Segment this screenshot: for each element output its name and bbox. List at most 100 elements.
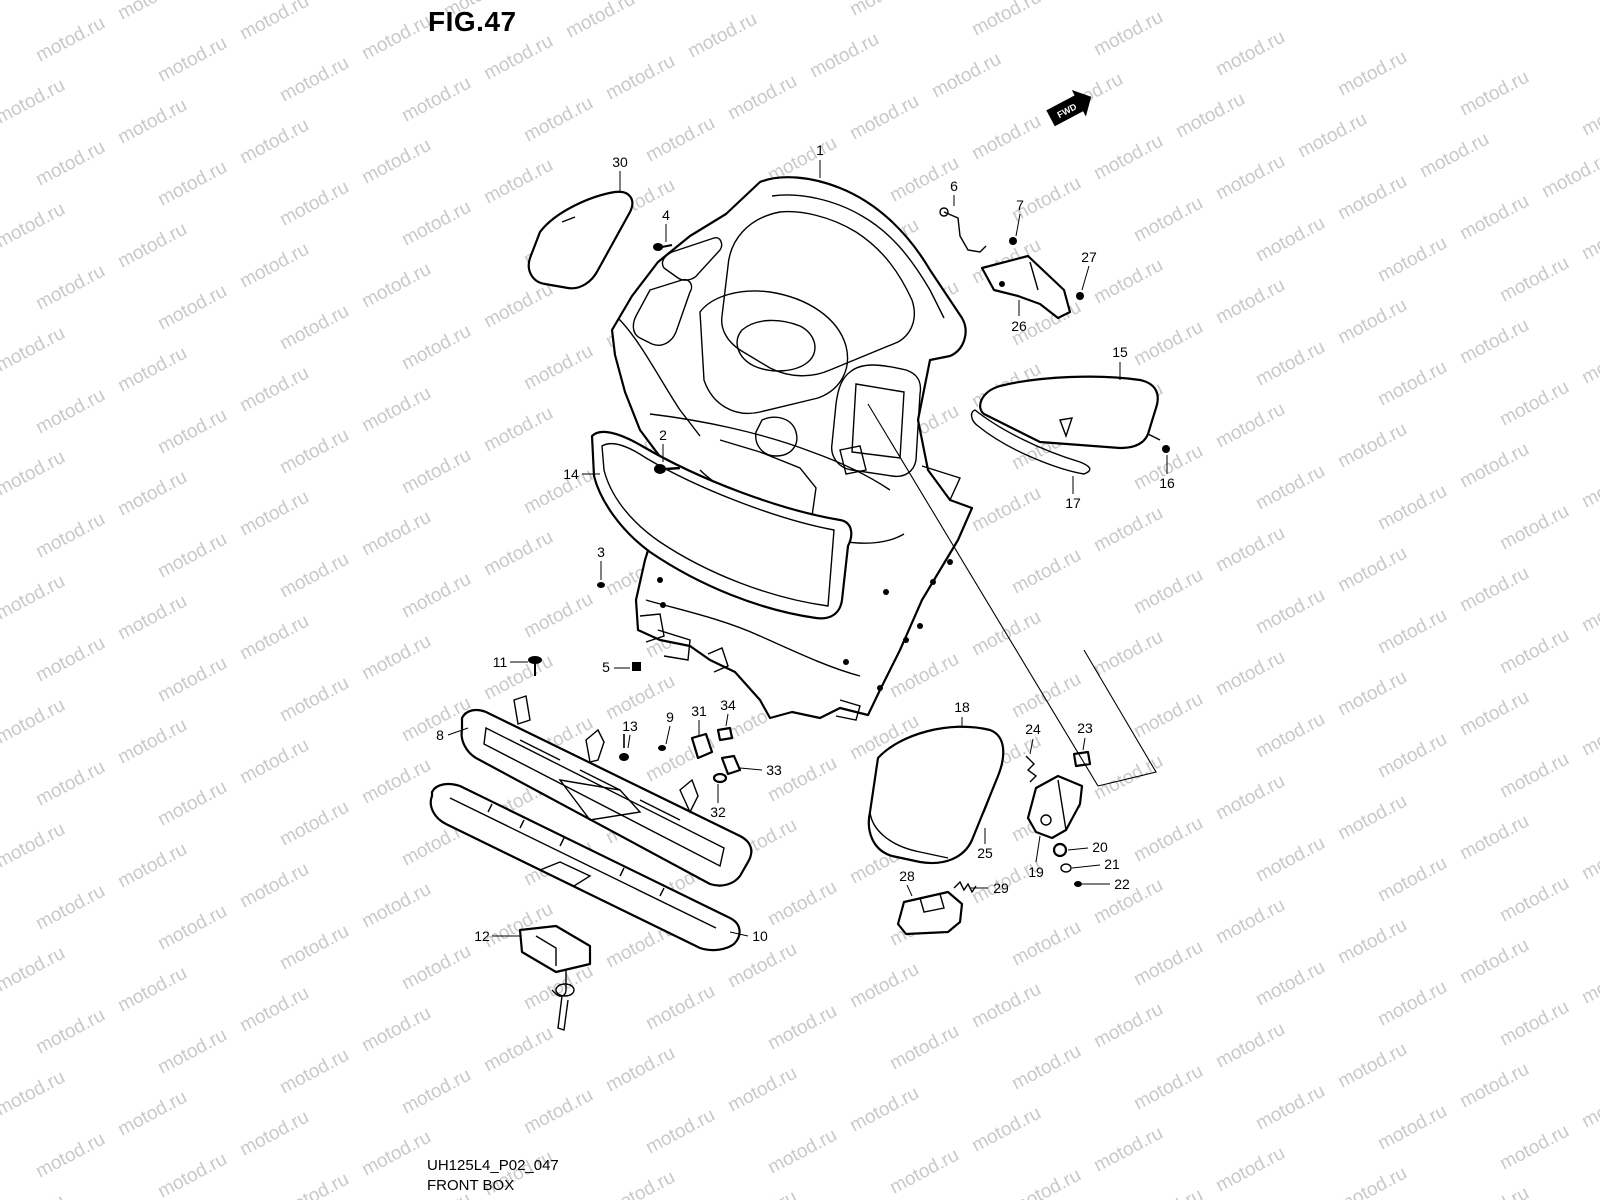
watermark-text: motod.ru xyxy=(32,509,108,563)
callout-21: 21 xyxy=(1104,856,1120,872)
watermark-text: motod.ru xyxy=(1334,295,1410,349)
watermark-text: motod.ru xyxy=(1334,1039,1410,1093)
watermark-text: motod.ru xyxy=(1252,337,1328,391)
watermark-text: motod.ru xyxy=(1456,67,1532,121)
callout-30: 30 xyxy=(612,154,628,170)
watermark-text: motod.ru xyxy=(0,1191,69,1200)
watermark-text: motod.ru xyxy=(1334,47,1410,101)
watermark-text: motod.ru xyxy=(480,527,556,581)
part-19-hinge xyxy=(1026,774,1084,840)
watermark-text: motod.ru xyxy=(1252,709,1328,763)
watermark-text: motod.ru xyxy=(1008,1041,1084,1095)
watermark-text: motod.ru xyxy=(1496,625,1572,679)
figure-code: UH125L4_P02_047 xyxy=(427,1157,559,1174)
watermark-text: motod.ru xyxy=(236,611,312,665)
part-21-washer xyxy=(1060,863,1072,873)
part-33-clip xyxy=(720,754,742,776)
watermark-text: motod.ru xyxy=(846,0,922,20)
watermark-text: motod.ru xyxy=(236,363,312,417)
part-29-spring xyxy=(953,880,977,894)
watermark-text: motod.ru xyxy=(846,91,922,145)
watermark-text: motod.ru xyxy=(1456,687,1532,741)
watermark-text: motod.ru xyxy=(154,33,230,87)
watermark-text: motod.ru xyxy=(114,715,190,769)
watermark-text: motod.ru xyxy=(480,155,556,209)
watermark-text: motod.ru xyxy=(480,1023,556,1077)
leader-line-28 xyxy=(906,884,913,897)
callout-19: 19 xyxy=(1028,864,1044,880)
leader-line-23 xyxy=(1082,737,1086,751)
part-1-front-box xyxy=(610,176,974,721)
watermark-text: motod.ru xyxy=(236,115,312,169)
watermark-text: motod.ru xyxy=(276,301,352,355)
watermark-text: motod.ru xyxy=(1090,627,1166,681)
watermark-text: motod.ru xyxy=(968,979,1044,1033)
watermark-text: motod.ru xyxy=(358,879,434,933)
watermark-text: motod.ru xyxy=(398,1065,474,1119)
watermark-text: motod.ru xyxy=(1130,565,1206,619)
part-34-pad xyxy=(716,726,734,742)
watermark-text: motod.ru xyxy=(154,901,230,955)
watermark-text: motod.ru xyxy=(1252,461,1328,515)
callout-22: 22 xyxy=(1114,876,1130,892)
watermark-text: motod.ru xyxy=(520,341,596,395)
part-14-seal xyxy=(590,430,853,620)
watermark-text: motod.ru xyxy=(0,695,69,749)
leader-line-19 xyxy=(1035,835,1041,863)
watermark-text: motod.ru xyxy=(1090,255,1166,309)
watermark-text: motod.ru xyxy=(276,425,352,479)
watermark-text: motod.ru xyxy=(520,589,596,643)
watermark-text: motod.ru xyxy=(1252,833,1328,887)
watermark-text: motod.ru xyxy=(1578,335,1600,389)
watermark-text: motod.ru xyxy=(764,753,840,807)
watermark-text: motod.ru xyxy=(1130,813,1206,867)
part-3-screw xyxy=(597,582,605,588)
callout-25: 25 xyxy=(977,845,993,861)
part-24-spring xyxy=(1025,755,1038,783)
watermark-text: motod.ru xyxy=(0,75,69,129)
watermark-text: motod.ru xyxy=(154,157,230,211)
watermark-text: motod.ru xyxy=(1130,193,1206,247)
watermark-text: motod.ru xyxy=(236,487,312,541)
watermark-text: motod.ru xyxy=(114,1087,190,1141)
watermark-text: motod.ru xyxy=(764,877,840,931)
part-16-screw xyxy=(1162,445,1170,453)
watermark-text: motod.ru xyxy=(642,113,718,167)
watermark-text: motod.ru xyxy=(398,321,474,375)
watermark-text: motod.ru xyxy=(1212,771,1288,825)
watermark-text: motod.ru xyxy=(846,1083,922,1137)
watermark-text: motod.ru xyxy=(154,777,230,831)
watermark-text: motod.ru xyxy=(1334,667,1410,721)
watermark-text: motod.ru xyxy=(358,11,434,65)
watermark-text: motod.ru xyxy=(724,1063,800,1117)
leader-line-8 xyxy=(447,727,469,736)
watermark-text: motod.ru xyxy=(276,53,352,107)
watermark-text: motod.ru xyxy=(0,323,69,377)
watermark-text: motod.ru xyxy=(1496,501,1572,555)
watermark-text: motod.ru xyxy=(114,467,190,521)
watermark-text: motod.ru xyxy=(1496,253,1572,307)
callout-10: 10 xyxy=(752,928,768,944)
watermark-text: motod.ru xyxy=(520,465,596,519)
watermark-text: motod.ru xyxy=(1334,543,1410,597)
watermark-text: motod.ru xyxy=(114,963,190,1017)
watermark-text: motod.ru xyxy=(1212,1143,1288,1197)
watermark-text: motod.ru xyxy=(1212,275,1288,329)
watermark-text: motod.ru xyxy=(0,819,69,873)
watermark-text: motod.ru xyxy=(1130,317,1206,371)
callout-14: 14 xyxy=(563,466,579,482)
watermark-text: motod.ru xyxy=(1496,873,1572,927)
callout-13: 13 xyxy=(622,718,638,734)
watermark-text: motod.ru xyxy=(1008,1165,1084,1200)
watermark-text: motod.ru xyxy=(846,959,922,1013)
part-30-cover xyxy=(527,190,634,290)
watermark-text: motod.ru xyxy=(1334,171,1410,225)
callout-7: 7 xyxy=(1016,197,1024,213)
watermark-text: motod.ru xyxy=(1090,131,1166,185)
callout-20: 20 xyxy=(1092,839,1108,855)
part-31-bracket xyxy=(690,732,714,760)
callout-15: 15 xyxy=(1112,344,1128,360)
part-7-screw xyxy=(1009,237,1017,245)
watermark-text: motod.ru xyxy=(32,137,108,191)
